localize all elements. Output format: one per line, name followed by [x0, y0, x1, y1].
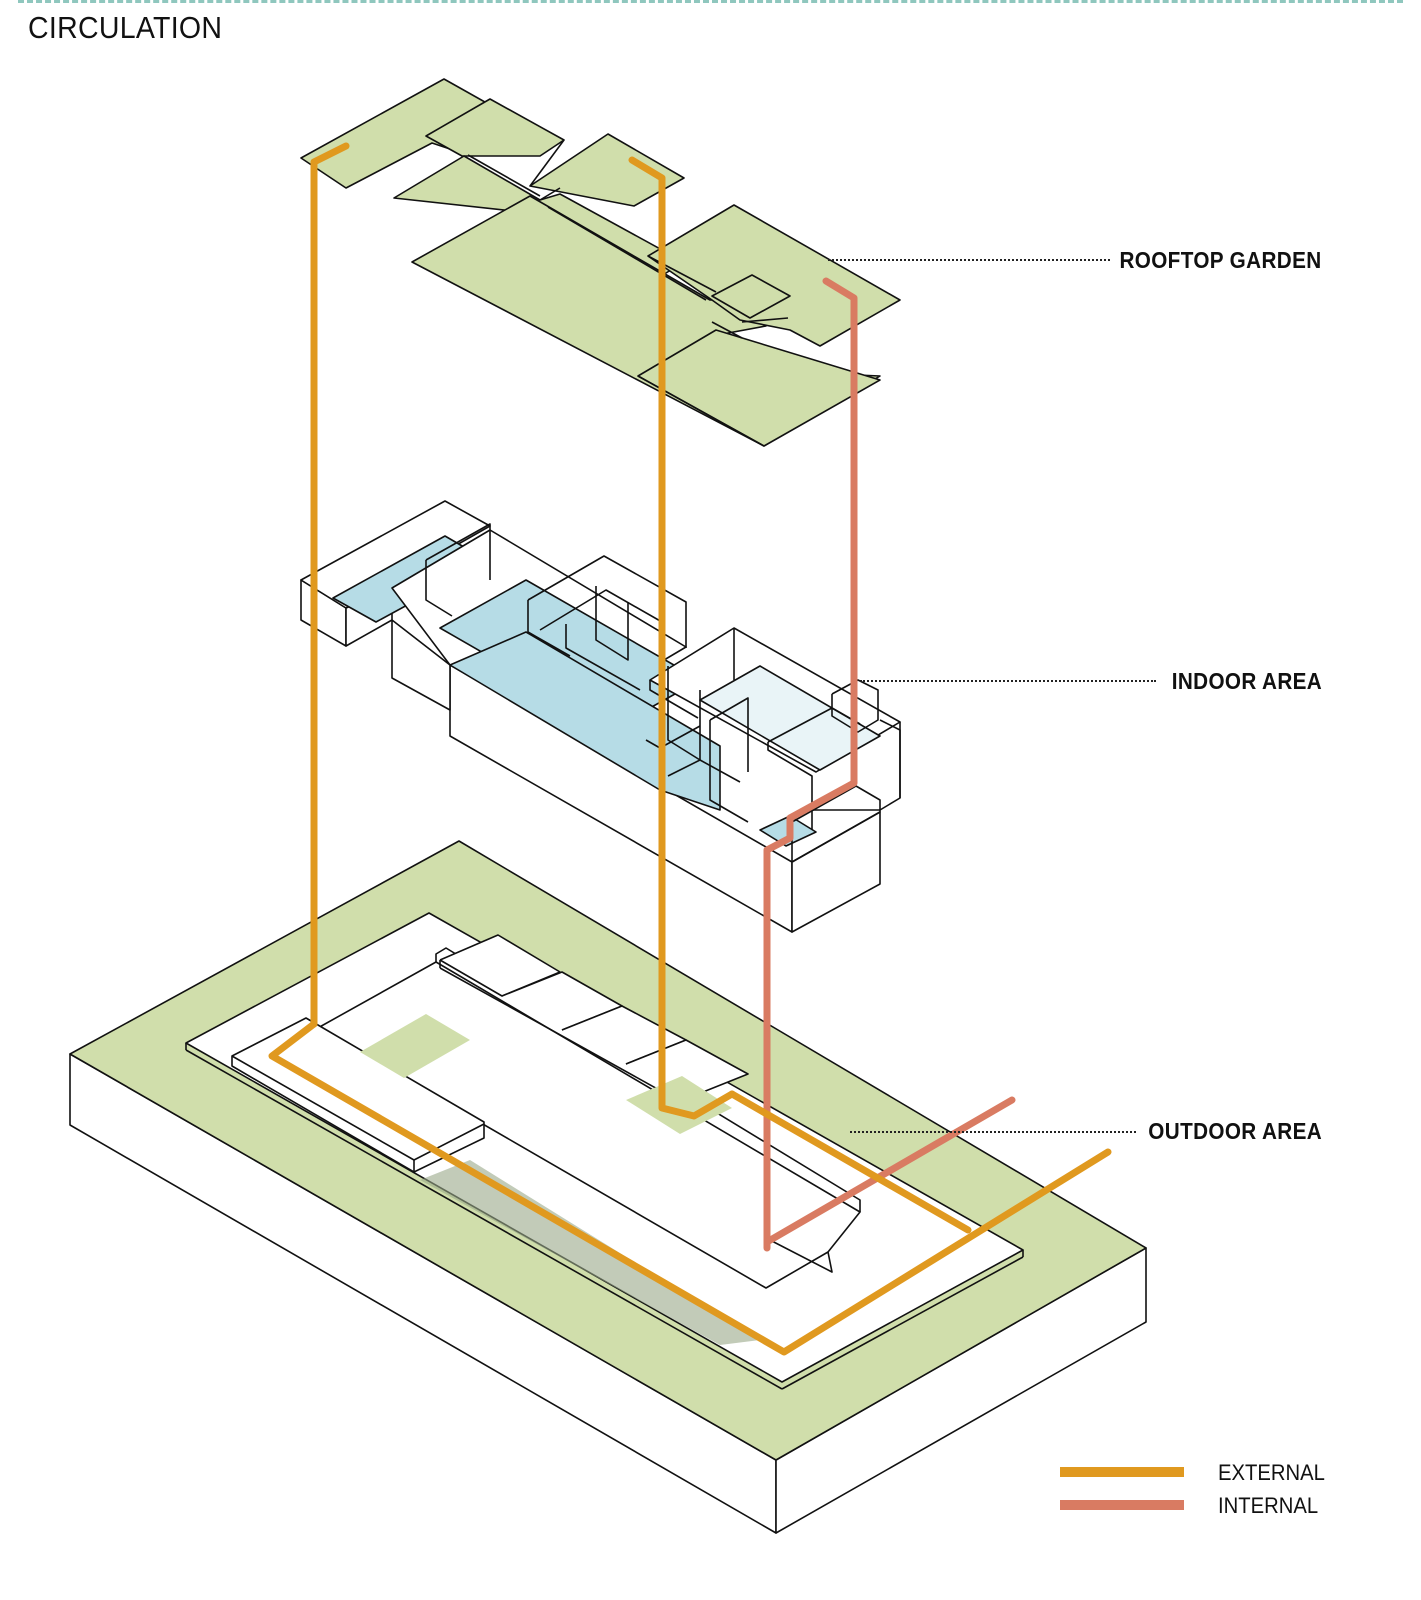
terrace-deck-strip: [231, 1017, 485, 1173]
indoor-pool-long: [449, 631, 721, 811]
terrace-lawn-patch-left: [360, 1014, 470, 1078]
outdoor-leader-line: [850, 1131, 1136, 1133]
terrace-shadow: [420, 1160, 760, 1345]
legend-label-internal: INTERNAL: [1218, 1493, 1319, 1518]
external-route-center-riser: [628, 156, 736, 1120]
legend-swatch-external: [1060, 1467, 1184, 1477]
roof-right: [647, 204, 901, 347]
roof-center-top: [529, 133, 685, 207]
roof-skylight: [711, 274, 791, 319]
internal-route-ground-spur: [763, 1096, 1016, 1246]
outdoor-level: [69, 840, 1147, 1534]
external-circulation-path: [268, 142, 1112, 1356]
top-dashed-rule: [18, 0, 1403, 3]
rooftop-level: [300, 78, 901, 447]
terrace-inner-wall: [435, 947, 861, 1212]
label-rooftop-garden: ROOFTOP GARDEN: [1119, 247, 1322, 273]
internal-route-riser: [763, 277, 858, 1252]
roof-left-top: [425, 98, 565, 157]
legend-swatch-internal: [1060, 1500, 1184, 1510]
label-indoor-area: INDOOR AREA: [1171, 668, 1322, 694]
indoor-leader-line: [860, 680, 1156, 682]
internal-circulation-path: [763, 277, 1016, 1252]
external-route-left-riser: [310, 142, 350, 1028]
indoor-right-light: [699, 665, 881, 771]
indoor-level: [300, 500, 901, 933]
external-route-ground-return: [728, 1090, 972, 1234]
diagram-title: CIRCULATION: [28, 10, 223, 45]
external-route-ground-loop: [268, 1020, 1112, 1356]
terrace-lawn-patch-center: [626, 1076, 732, 1134]
rooftop-leader-line: [828, 259, 1110, 261]
indoor-left-block-front: [391, 619, 451, 711]
label-outdoor-area: OUTDOOR AREA: [1148, 1118, 1322, 1144]
legend-label-external: EXTERNAL: [1218, 1460, 1325, 1485]
